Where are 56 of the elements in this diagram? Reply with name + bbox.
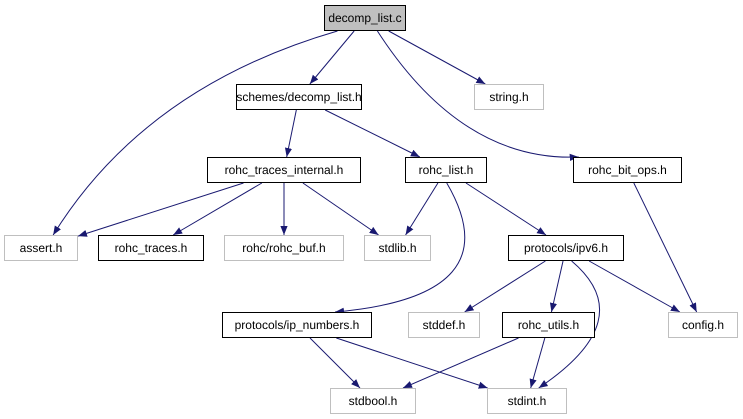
file-name: schemes/decomp_list.h — [236, 90, 362, 104]
file-name: stdint.h — [508, 394, 546, 408]
file-box — [207, 157, 361, 183]
file-name: stdbool.h — [348, 394, 398, 408]
file-name: rohc_traces_internal.h — [224, 163, 344, 177]
arrow — [388, 30, 486, 84]
file-name: rohc_list.h — [418, 163, 474, 177]
file-box — [405, 157, 487, 183]
arrow — [405, 182, 438, 236]
arrow — [538, 260, 600, 388]
file-box — [4, 235, 78, 261]
file-name: string.h — [489, 90, 529, 104]
arrow — [402, 338, 519, 388]
file-box — [224, 235, 344, 261]
file-name: rohc_utils.h — [518, 318, 580, 332]
file-name: assert.h — [20, 241, 62, 255]
file-box — [222, 312, 372, 338]
file-box — [408, 312, 480, 338]
arrow — [336, 338, 488, 389]
arrow — [302, 182, 380, 236]
file-box — [98, 235, 204, 261]
file-name: rohc/rohc_buf.h — [242, 241, 326, 255]
arrow — [172, 182, 262, 236]
arrow — [280, 182, 288, 236]
file-name: config.h — [682, 318, 724, 332]
arrow — [52, 30, 338, 236]
file-box — [502, 312, 595, 338]
arrow — [466, 182, 546, 236]
file-box — [573, 157, 682, 183]
file-box — [668, 312, 738, 338]
file-name: protocols/ip_numbers.h — [234, 318, 360, 332]
file-box — [330, 388, 416, 414]
file-box — [508, 235, 624, 261]
arrow — [376, 30, 580, 161]
file-name: rohc_traces.h — [114, 241, 188, 255]
file-name: protocols/ipv6.h — [524, 241, 608, 255]
arrow — [588, 260, 680, 312]
arrow — [324, 110, 420, 158]
arrow — [464, 260, 546, 312]
file-name: rohc_bit_ops.h — [588, 163, 667, 177]
file-box — [474, 84, 544, 110]
file-box — [236, 84, 362, 110]
arrow — [530, 338, 546, 388]
arrow — [633, 182, 698, 312]
file-box — [487, 388, 567, 414]
arrow — [310, 338, 360, 388]
arrow — [334, 182, 466, 315]
file-name: stddef.h — [422, 318, 466, 332]
file-box — [324, 5, 406, 31]
file-box — [364, 235, 431, 261]
arrow — [309, 30, 355, 84]
file-name: stdlib.h — [378, 241, 417, 255]
arrow — [284, 110, 297, 158]
arrow — [550, 260, 564, 312]
arrow — [78, 182, 244, 237]
file-name: decomp_list.c — [328, 11, 402, 25]
